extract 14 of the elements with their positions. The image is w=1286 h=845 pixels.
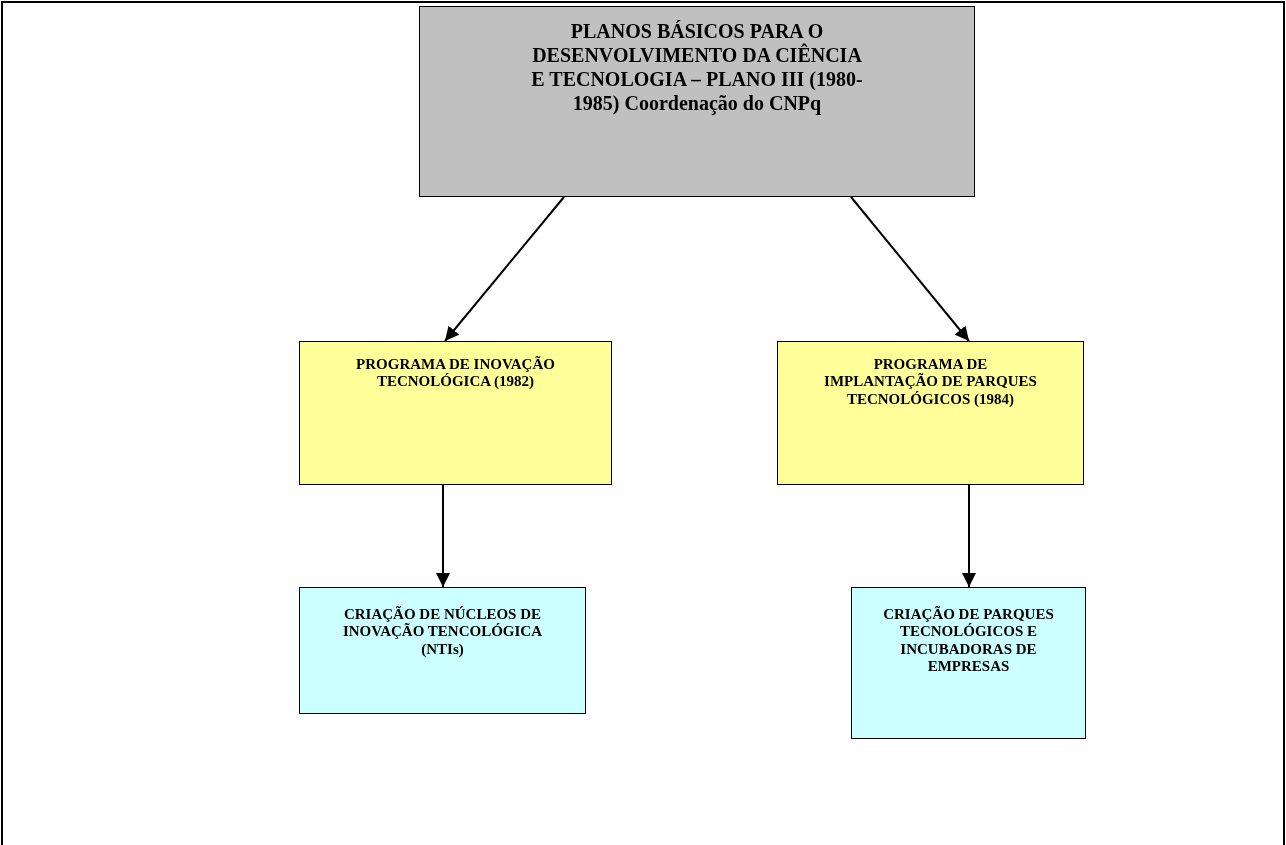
program-box — [299, 341, 612, 485]
arrow — [436, 484, 450, 588]
box-text: PLANOS BÁSICOS PARA O DESENVOLVIMENTO DA CIÊNCIA E TECNOLOGIA – PLANO III (1980-1985) Coordenação do CNPq — [530, 19, 864, 117]
arrow — [962, 484, 976, 588]
title-box — [419, 6, 975, 197]
program-box — [777, 341, 1084, 485]
box-text: PROGRAMA DE IMPLANTAÇÃO DE PARQUES TECNOLÓGICOS (1984) — [823, 356, 1038, 409]
arrow — [850, 196, 970, 342]
outcome-box — [299, 587, 586, 714]
box-text: CRIAÇÃO DE PARQUES TECNOLÓGICOS E INCUBADORAS DE EMPRESAS — [882, 606, 1055, 676]
arrow — [444, 196, 565, 342]
outcome-box — [851, 587, 1086, 739]
box-text: CRIAÇÃO DE NÚCLEOS DE INOVAÇÃO TENCOLÓGICA (NTIs) — [341, 606, 544, 659]
box-text: PROGRAMA DE INOVAÇÃO TECNOLÓGICA (1982) — [355, 356, 556, 392]
